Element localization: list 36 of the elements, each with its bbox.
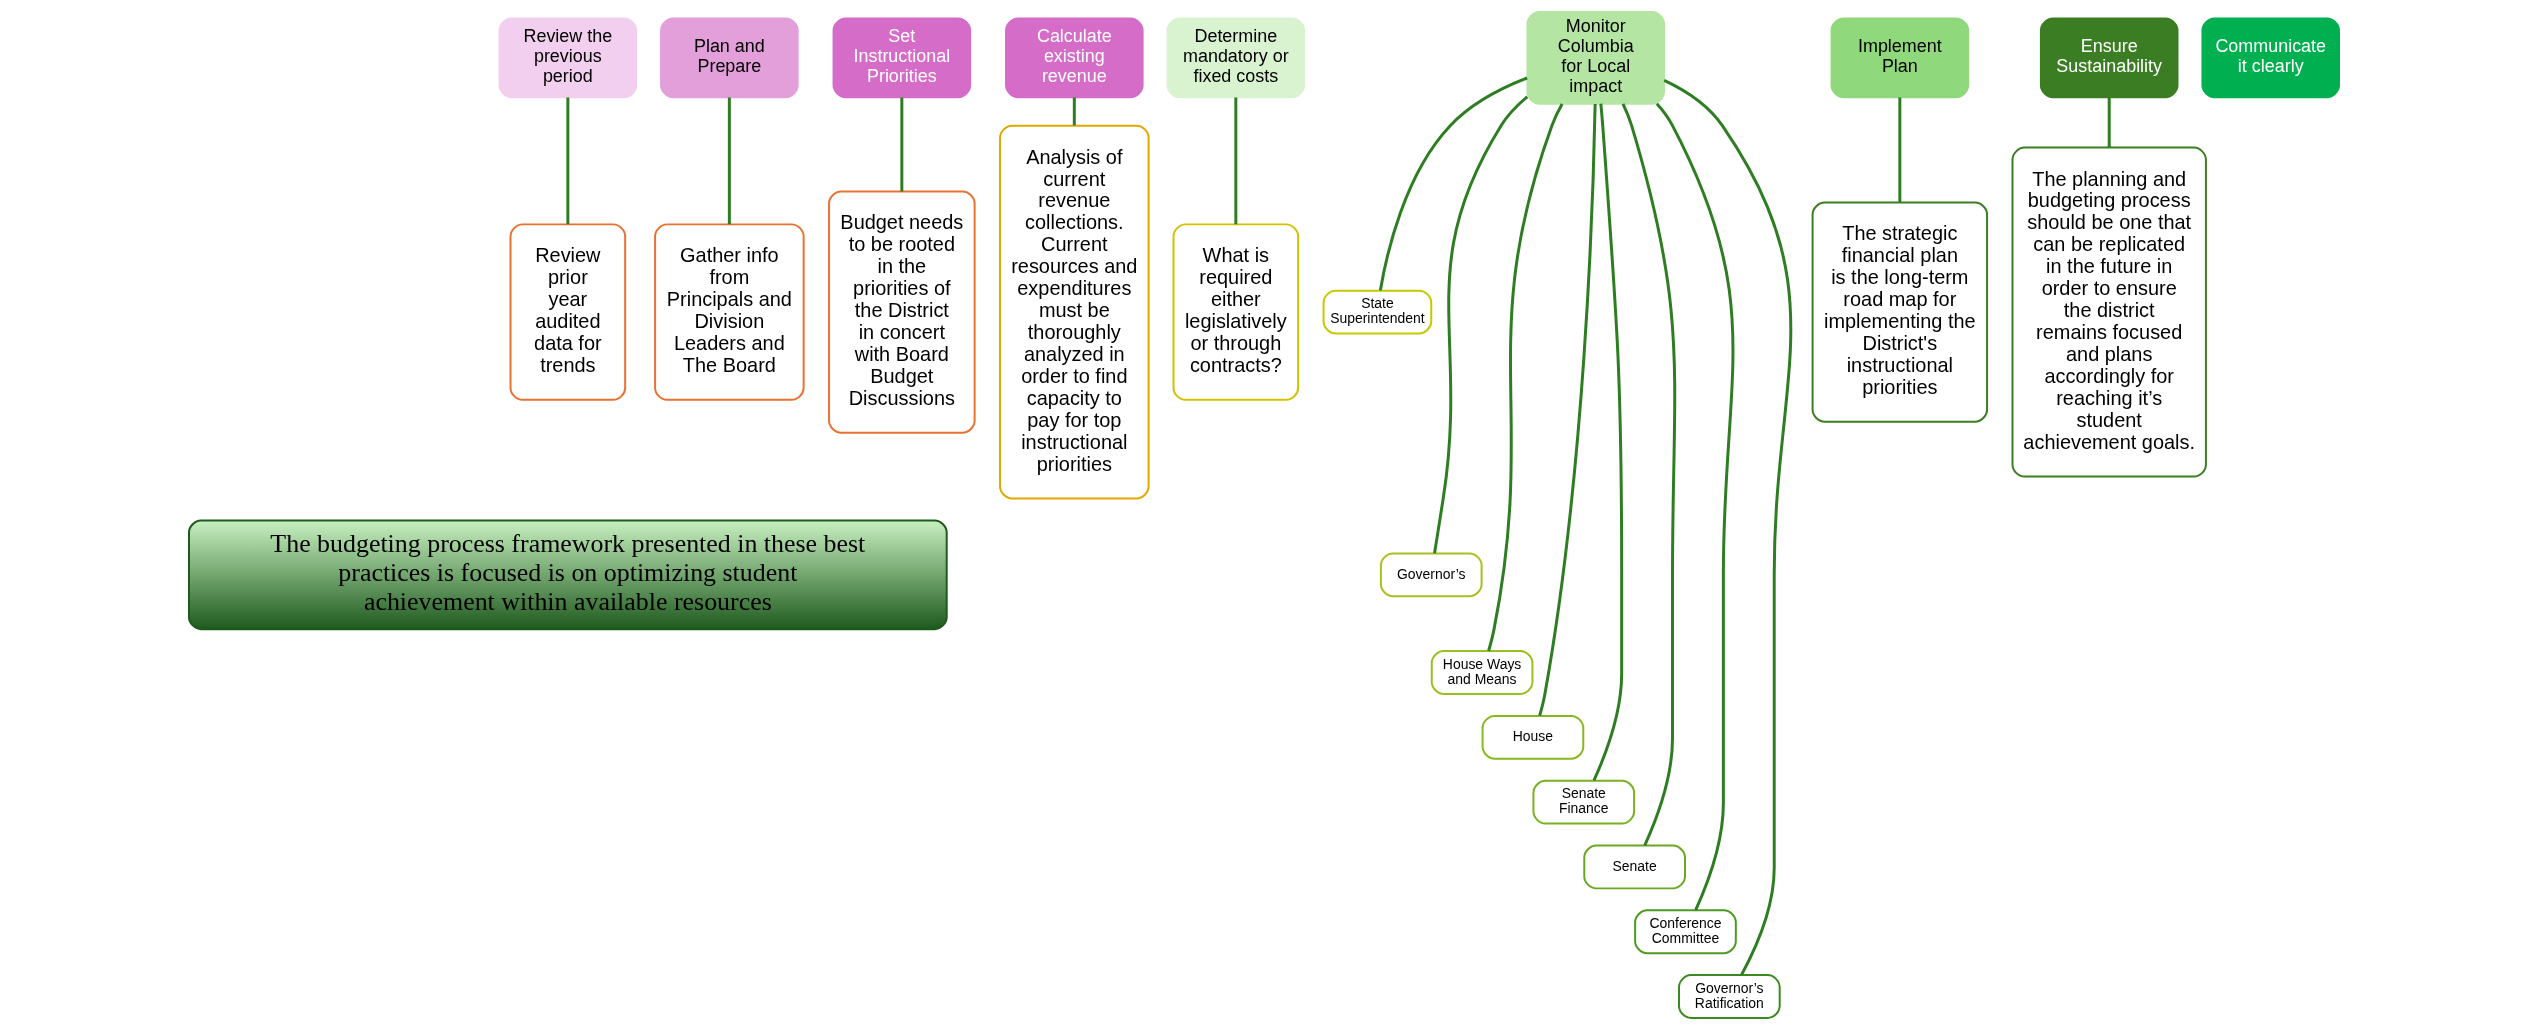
node-box: Budget needs to be rooted in the priorities of the District in concert with Board Budget Discussions bbox=[827, 190, 976, 434]
node-box: The planning and budgeting process should be one that can be replicated in the future in order to ensure the district remains focused and plans accordingly for reaching it’s student achievement goals. bbox=[2011, 146, 2207, 478]
connector bbox=[727, 97, 731, 225]
connector bbox=[1537, 103, 1597, 717]
node-box: Calculate existing revenue bbox=[1004, 17, 1144, 99]
node-box: Senate Finance bbox=[1531, 779, 1635, 825]
node-box: House Ways and Means bbox=[1430, 650, 1533, 695]
connector bbox=[899, 97, 903, 192]
node-box: Review prior year audited data for trends bbox=[509, 223, 626, 401]
node-box: Plan and Prepare bbox=[659, 17, 799, 99]
node-box: House bbox=[1481, 714, 1584, 760]
node-box: The budgeting process framework presented in these best practices is focused is on optimizing student achievement within available resources bbox=[187, 519, 948, 631]
connector bbox=[1897, 97, 1901, 203]
node-box: Set Instructional Priorities bbox=[832, 17, 971, 99]
connector bbox=[1378, 76, 1528, 291]
node-box: Communicate it clearly bbox=[2200, 17, 2340, 99]
connector bbox=[2107, 97, 2111, 148]
node-box: Gather info from Principals and Division Leaders and The Board bbox=[653, 223, 805, 401]
node-box: Senate bbox=[1582, 844, 1686, 890]
node-box: Governor’s Ratification bbox=[1677, 974, 1781, 1019]
node-box: Governor’s bbox=[1379, 552, 1483, 598]
connector bbox=[565, 97, 569, 225]
connector bbox=[1233, 97, 1237, 225]
node-box: Implement Plan bbox=[1830, 17, 1969, 99]
node-box: What is required either legislatively or through contracts? bbox=[1172, 223, 1299, 401]
node-box: Determine mandatory or fixed costs bbox=[1166, 17, 1305, 99]
node-box: State Superintendent bbox=[1322, 289, 1432, 335]
node-box: Monitor Columbia for Local impact bbox=[1525, 11, 1665, 105]
node-box: Ensure Sustainability bbox=[2039, 17, 2178, 99]
connector bbox=[1432, 95, 1528, 554]
node-box: The strategic financial plan is the long-term road map for implementing the District's instructional priorities bbox=[1811, 201, 1988, 423]
node-box: Analysis of current revenue collections. Current resources and expenditures must be thoroughly analyzed in order to find capacity to pay for top instructional priorities bbox=[998, 124, 1150, 500]
node-box: Review the previous period bbox=[498, 17, 637, 99]
connector bbox=[1072, 97, 1076, 126]
connector bbox=[1486, 103, 1563, 652]
node-box: Conference Committee bbox=[1633, 909, 1737, 955]
